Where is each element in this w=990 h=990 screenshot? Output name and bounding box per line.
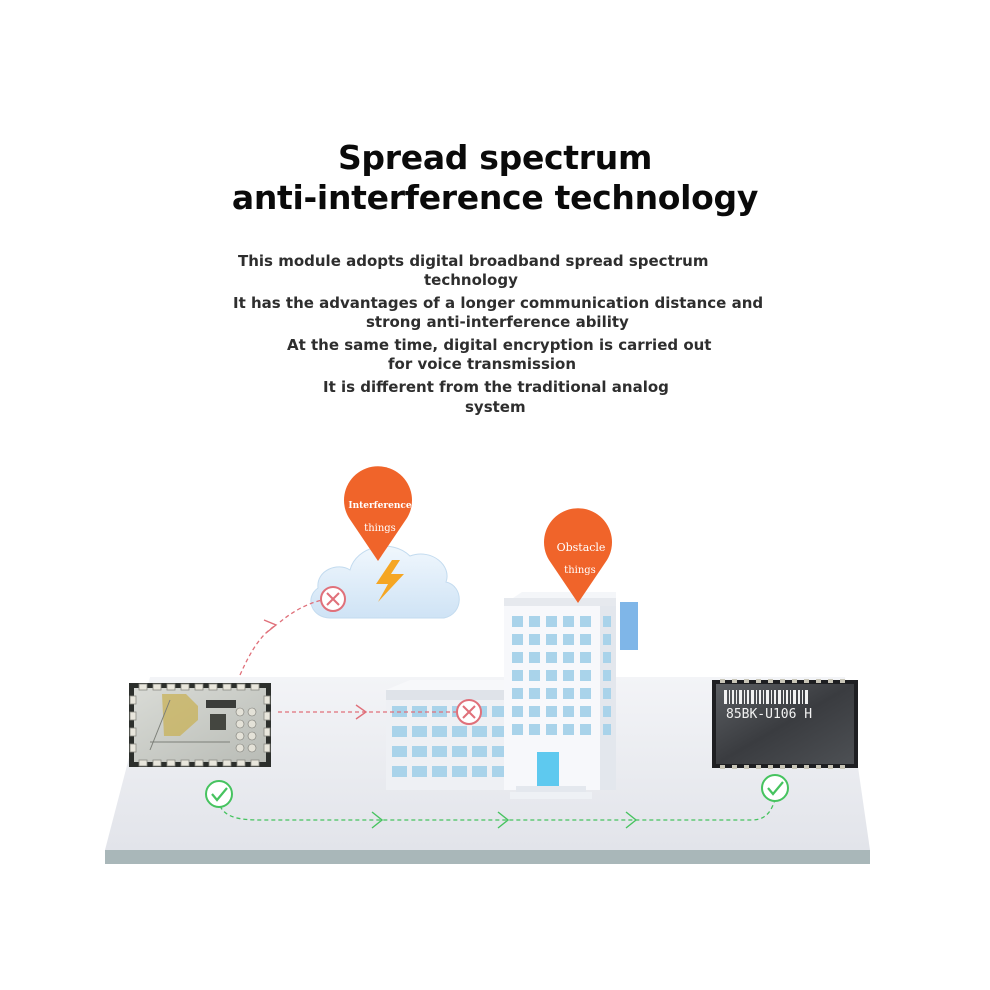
lightning-icon xyxy=(376,560,404,602)
interference-pin-label-2: things xyxy=(364,523,396,534)
receiver-module-label: 85BK-U106 H xyxy=(726,707,812,722)
description-line: system xyxy=(465,398,526,416)
transmitter-module xyxy=(129,683,271,767)
description-line: It has the advantages of a longer commun… xyxy=(233,294,764,312)
barcode xyxy=(724,690,808,704)
x-circle-icon xyxy=(456,699,482,725)
interference-pin-label-1: Interference xyxy=(348,501,411,511)
interference-pin: Interference things xyxy=(344,466,413,561)
description-line: At the same time, digital encryption is … xyxy=(287,336,712,354)
description-line: This module adopts digital broadband spr… xyxy=(238,252,709,270)
description-line: strong anti-interference ability xyxy=(366,313,629,331)
blocked-path-to-cloud xyxy=(239,599,323,676)
obstacle-pin-label-1: Obstacle xyxy=(557,541,606,554)
obstacle-pin-label-2: things xyxy=(564,565,596,576)
description-line: It is different from the traditional ana… xyxy=(323,378,669,396)
description-line: technology xyxy=(424,271,518,289)
blocked-path-to-building xyxy=(278,704,456,720)
check-circle-icon xyxy=(761,774,789,802)
title-line-1: Spread spectrum xyxy=(337,138,653,177)
receiver-module: 85BK-U106 H xyxy=(712,679,858,769)
success-path xyxy=(219,799,776,829)
check-circle-icon xyxy=(205,780,233,808)
title-line-2: anti-interference technology xyxy=(231,178,759,217)
building-icon xyxy=(386,592,638,799)
obstacle-pin: Obstacle things xyxy=(544,508,613,603)
description-line: for voice transmission xyxy=(388,355,577,373)
x-circle-icon xyxy=(320,586,346,612)
